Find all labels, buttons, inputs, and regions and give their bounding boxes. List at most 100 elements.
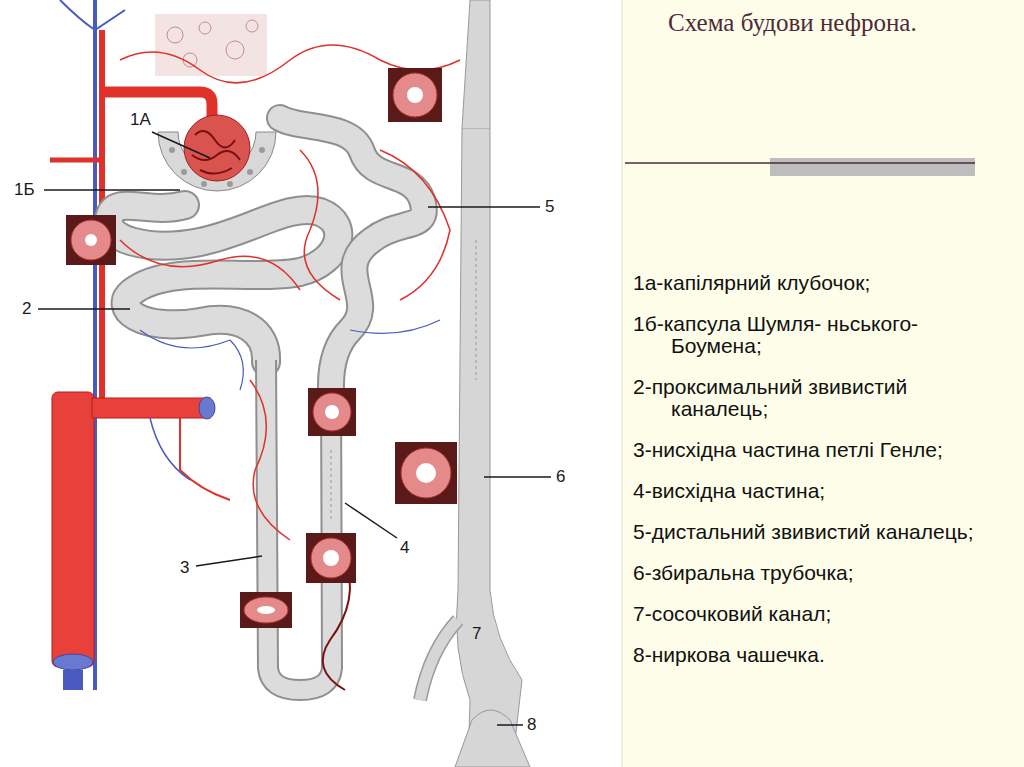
blood-vessels-part (53, 654, 93, 670)
callout-number: 3 (180, 558, 189, 578)
cross-section-insets-part (308, 388, 356, 436)
renal-calyx (455, 710, 530, 767)
cross-section-insets-part (395, 442, 457, 504)
distal-tubule (280, 118, 424, 390)
distal-tubule-part (280, 118, 424, 390)
renal-corpuscle-part (169, 147, 175, 153)
cross-section-insets-part (240, 592, 292, 628)
cross-section-insets-part (244, 597, 288, 623)
leader-lines-part (44, 189, 180, 191)
callout-number: 2 (22, 299, 31, 319)
cross-section-insets-part (311, 538, 351, 578)
blood-vessels (50, 0, 230, 690)
callout-number: 4 (400, 538, 409, 558)
part-description: 1а-капілярний клубочок; (633, 272, 983, 294)
capillaries-part (140, 330, 243, 390)
blood-vessels-part (63, 670, 83, 690)
proximal-tubule-part (109, 205, 339, 362)
callout-number: 1А (130, 110, 151, 130)
cross-section-insets-part (401, 448, 451, 498)
blood-vessels-part (102, 92, 212, 125)
renal-corpuscle-part (227, 181, 233, 187)
histology-photo-part (167, 27, 183, 43)
diagram-title: Схема будови нефрона. (668, 9, 917, 37)
right-panel-part (622, 0, 623, 767)
cross-section-insets-part (306, 533, 356, 583)
callout-number: 7 (472, 624, 481, 644)
right-panel-part (625, 162, 975, 164)
cross-section-insets-part (416, 463, 436, 483)
part-description: 7-сосочковий канал; (633, 603, 983, 625)
renal-corpuscle-part (201, 181, 207, 187)
leader-lines (38, 132, 551, 725)
capillaries-part (300, 150, 340, 300)
histology-photo (155, 14, 267, 76)
loop-of-henle-part (331, 450, 332, 520)
part-description: 2-проксимальний звивистий каналець; (633, 376, 983, 420)
cross-section-insets-part (85, 234, 97, 246)
cross-section-insets-part (407, 87, 423, 103)
cross-section-insets-part (323, 550, 339, 566)
renal-corpuscle-part (259, 147, 265, 153)
distal-tubule-part (280, 118, 424, 390)
blood-vessels-part (52, 392, 94, 667)
blood-vessels-part (199, 397, 215, 419)
callout-number: 8 (527, 715, 536, 735)
part-description: 4-висхідна частина; (633, 480, 983, 502)
renal-corpuscle-part (181, 169, 187, 175)
part-description: 3-нисхідна частина петлі Генле; (633, 439, 983, 461)
proximal-tubule-part (109, 205, 339, 362)
capillaries-part (250, 380, 290, 540)
leader-lines-part (497, 724, 523, 726)
collecting-duct-part (462, 0, 490, 128)
capillaries-part (380, 150, 450, 300)
cross-section-insets-part (388, 68, 442, 122)
histology-photo-part (199, 22, 211, 34)
right-panel-part (770, 158, 975, 176)
leader-lines-part (196, 556, 262, 566)
callout-number: 5 (545, 197, 554, 217)
part-list: 1а-капілярний клубочок; 1б-капсула Шумля-… (633, 272, 983, 685)
cross-section-insets-part (66, 215, 116, 265)
right-panel (622, 0, 1024, 767)
callout-number: 1Б (14, 180, 35, 200)
part-description: 8-ниркова чашечка. (633, 644, 983, 666)
cross-section-insets-part (71, 220, 111, 260)
proximal-tubule (109, 205, 339, 362)
capillaries (120, 45, 460, 690)
capillaries-part (120, 240, 300, 290)
part-description: 6-збиральна трубочка; (633, 562, 983, 584)
cross-section-insets-part (257, 606, 275, 614)
collecting-duct-part (420, 620, 458, 700)
leader-lines-part (484, 476, 551, 478)
renal-corpuscle-part (184, 115, 250, 181)
leader-lines-part (152, 132, 210, 158)
blood-vessels-part (92, 398, 205, 418)
capillaries-part (350, 320, 440, 333)
cross-section-insets-part (393, 73, 437, 117)
blood-vessels-part (150, 418, 190, 480)
cross-section-insets (66, 68, 457, 628)
blood-vessels-part (60, 0, 125, 30)
blood-vessels-part (180, 418, 230, 500)
leader-lines-part (345, 503, 397, 538)
collecting-duct-part (457, 128, 523, 767)
histology-photo-part (155, 14, 267, 76)
histology-photo-part (246, 20, 258, 32)
cross-section-insets-part (313, 393, 351, 431)
blood-vessels-part (50, 158, 102, 163)
cross-section-insets-part (325, 405, 339, 419)
collecting-duct-part (476, 240, 477, 380)
callout-number: 6 (556, 467, 565, 487)
renal-calyx-part (455, 710, 530, 767)
part-description: 1б-капсула Шумля- ньського-Боумена; (633, 313, 983, 357)
leader-lines-part (38, 308, 130, 310)
part-description: 5-дистальний звивистий каналець; (633, 521, 983, 543)
leader-lines-part (428, 206, 540, 208)
histology-photo-part (226, 41, 244, 59)
renal-corpuscle-part (247, 169, 253, 175)
renal-corpuscle-part (192, 131, 240, 174)
renal-corpuscle (158, 115, 276, 191)
collecting-duct-part (420, 620, 458, 700)
right-panel-part (622, 0, 1024, 767)
